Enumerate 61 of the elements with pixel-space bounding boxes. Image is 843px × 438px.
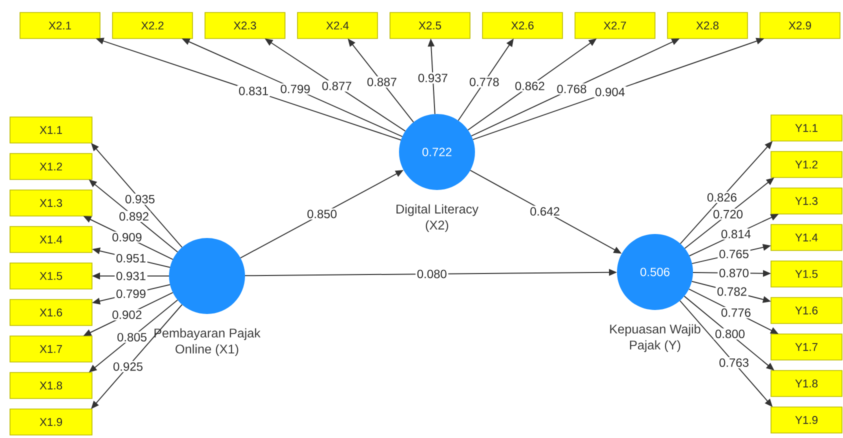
indicator-box: X1.6 bbox=[10, 299, 92, 326]
edge-label: 0.720 bbox=[712, 208, 744, 220]
indicator-box: X2.3 bbox=[204, 12, 286, 39]
edge-label: 0.904 bbox=[594, 86, 626, 98]
indicator-box: Y1.5 bbox=[770, 260, 842, 288]
indicator-box: X1.7 bbox=[10, 336, 92, 362]
edge-label: 0.862 bbox=[514, 80, 546, 92]
edge-label: 0.877 bbox=[320, 80, 354, 92]
edge-label: 0.765 bbox=[718, 248, 750, 260]
indicator-box: X1.5 bbox=[10, 262, 92, 290]
indicator-box: X2.5 bbox=[390, 12, 470, 39]
edge-label: 0.805 bbox=[116, 332, 148, 343]
indicator-box: X1.2 bbox=[10, 153, 92, 180]
circle-caption: Kepuasan Wajib Pajak (Y) bbox=[610, 324, 700, 352]
edge-label: 0.814 bbox=[720, 228, 752, 240]
edge-label: 0.776 bbox=[720, 307, 752, 318]
indicator-box: X1.9 bbox=[10, 408, 92, 436]
edge-label: 0.799 bbox=[278, 83, 312, 95]
edge-label: 0.763 bbox=[718, 357, 750, 368]
indicator-box: X2.7 bbox=[574, 12, 656, 39]
edge-label: 0.799 bbox=[114, 288, 148, 300]
indicator-box: Y1.2 bbox=[770, 151, 842, 178]
edge-label: 0.935 bbox=[124, 194, 156, 205]
indicator-box: Y1.7 bbox=[770, 334, 842, 360]
edge-label: 0.902 bbox=[110, 309, 144, 320]
edge-label: 0.642 bbox=[528, 206, 562, 217]
circle-caption: Digital Literacy (X2) bbox=[396, 204, 478, 232]
edge-label: 0.850 bbox=[306, 208, 338, 220]
indicator-box: Y1.3 bbox=[770, 188, 842, 214]
indicator-box: Y1.1 bbox=[770, 114, 842, 142]
indicator-box: X2.8 bbox=[667, 12, 748, 39]
indicator-box: Y1.4 bbox=[770, 224, 842, 251]
indicator-box: X2.6 bbox=[482, 12, 563, 39]
indicator-box: X1.1 bbox=[10, 116, 92, 144]
indicator-box: X1.3 bbox=[10, 190, 92, 216]
edge-label: 0.831 bbox=[237, 85, 270, 97]
edge-label: 0.951 bbox=[114, 252, 148, 264]
edge-label: 0.080 bbox=[416, 268, 448, 280]
indicator-box: Y1.9 bbox=[770, 406, 842, 434]
edge-label: 0.778 bbox=[468, 76, 501, 88]
edge-label: 0.892 bbox=[118, 210, 150, 222]
arrow bbox=[91, 143, 183, 248]
edge-label: 0.800 bbox=[714, 328, 746, 340]
circle-caption: Pembayaran Pajak Online (X1) bbox=[154, 328, 261, 356]
edge-label: 0.909 bbox=[110, 232, 144, 243]
edge-label: 0.937 bbox=[416, 72, 450, 84]
indicator-box: X1.8 bbox=[10, 372, 92, 399]
indicator-box: X2.1 bbox=[20, 12, 100, 39]
indicator-box: X2.9 bbox=[760, 12, 840, 39]
edge-label: 0.826 bbox=[706, 192, 738, 203]
edge-label: 0.931 bbox=[114, 270, 148, 282]
edge-label: 0.782 bbox=[716, 286, 748, 298]
edge-label: 0.925 bbox=[112, 361, 144, 372]
edge-label: 0.768 bbox=[555, 83, 588, 95]
edge-label: 0.870 bbox=[718, 267, 750, 279]
indicator-box: Y1.8 bbox=[770, 370, 842, 397]
indicator-box: X2.2 bbox=[112, 12, 193, 39]
indicator-box: X2.4 bbox=[297, 12, 378, 39]
indicator-box: Y1.6 bbox=[770, 297, 842, 324]
edge-label: 0.887 bbox=[366, 76, 398, 88]
indicator-box: X1.4 bbox=[10, 226, 92, 253]
